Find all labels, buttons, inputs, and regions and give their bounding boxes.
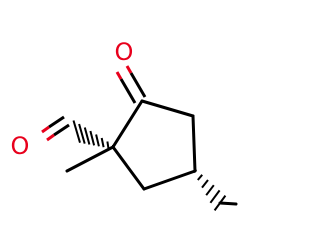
- molecule-structure: O O: [11, 38, 238, 211]
- ketone-oxygen-label: O: [115, 38, 134, 66]
- hashed-wedge-bond-c4-methyl: [192, 168, 227, 211]
- bond-c1-c2: [111, 99, 144, 149]
- ketone-double-bond: [115, 65, 147, 104]
- structure-canvas: O O: [10, 38, 238, 211]
- bond-c3-c4: [191, 114, 197, 173]
- hashed-wedge-bond-c1-cho: [72, 120, 114, 149]
- bond-c1-methyl: [65, 145, 115, 173]
- aldehyde-oxygen-label: O: [11, 132, 30, 160]
- bond-c4-methyl-tip: [218, 201, 238, 206]
- aldehyde-double-bond: [41, 115, 70, 142]
- bond-c2-c3: [140, 99, 195, 118]
- bond-c5-c1: [111, 145, 146, 191]
- bond-c4-c5: [142, 169, 197, 191]
